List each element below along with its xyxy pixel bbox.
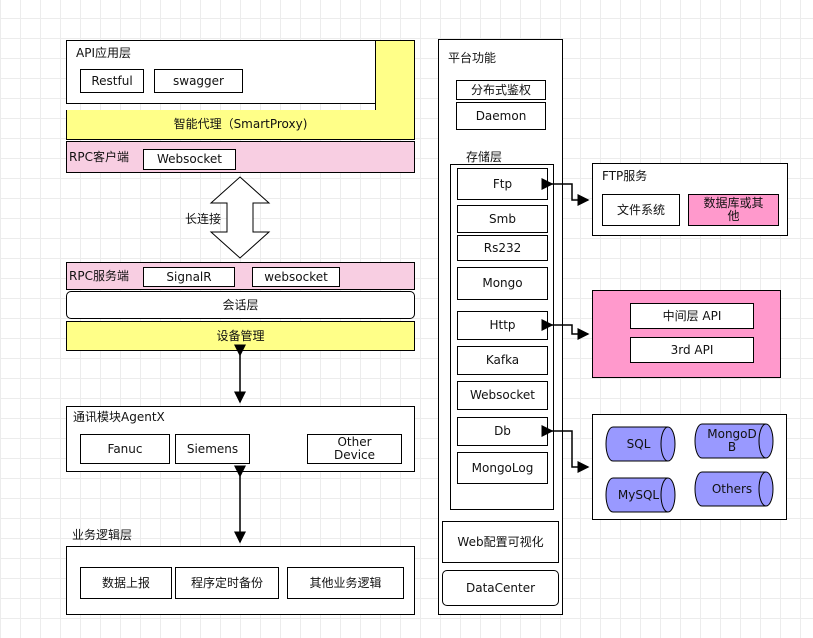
swagger-box: swagger (154, 69, 243, 93)
storage-mongolog-box: MongoLog (457, 452, 548, 484)
http-connector (541, 319, 590, 340)
datacenter-box: DataCenter (442, 570, 559, 606)
mysql-label: MySQL (617, 487, 660, 502)
rpc-client-websocket-box: Websocket (143, 149, 236, 170)
storage-rs232-box: Rs232 (457, 235, 548, 261)
business-layer-title: 业务逻辑层 (72, 528, 133, 542)
storage-ftp-box: Ftp (457, 168, 548, 200)
storage-kafka-box: Kafka (457, 346, 548, 375)
ftp-connector (541, 178, 590, 206)
daemon-box: Daemon (456, 102, 546, 130)
comm-module-container: 通讯模块AgentX Fanuc Siemens Other Device (66, 406, 415, 472)
file-system-box: 文件系统 (602, 194, 680, 226)
web-config-box: Web配置可视化 (442, 521, 559, 563)
session-layer-bar: 会话层 (66, 291, 415, 319)
db-connector (541, 425, 590, 473)
restful-box: Restful (80, 69, 144, 93)
storage-smb-box: Smb (457, 205, 548, 233)
others-cylinder (694, 471, 774, 507)
signalr-box: SignalR (143, 267, 235, 287)
long-connection-label: 长连接 (185, 212, 222, 226)
rpc-server-websocket-box: websocket (252, 267, 340, 287)
siemens-box: Siemens (175, 434, 250, 464)
fanuc-box: Fanuc (80, 434, 170, 464)
ftp-service-container: FTP服务 文件系统 数据库或其 他 (592, 163, 788, 236)
rpc-client-bar: RPC客户端 Websocket (66, 141, 415, 173)
middle-layer-api-box: 中间层 API (630, 303, 754, 329)
distributed-auth-box: 分布式鉴权 (456, 80, 546, 100)
mongodb-label: MongoD B (707, 427, 757, 454)
rpc-client-label: RPC客户端 (69, 150, 129, 164)
storage-layer-title: 存储层 (466, 150, 503, 164)
smart-proxy-bar: 智能代理（SmartProxy) (66, 110, 415, 140)
comm-module-title: 通讯模块AgentX (73, 410, 165, 424)
third-party-api-box: 3rd API (630, 337, 754, 363)
rpc-server-label: RPC服务端 (69, 269, 129, 283)
middle-api-container: 中间层 API 3rd API (592, 290, 781, 378)
database-or-other-box: 数据库或其 他 (688, 194, 779, 226)
sql-label: SQL (626, 436, 651, 451)
others-label: Others (711, 481, 753, 496)
api-layer-container: API应用层 Restful swagger (66, 40, 415, 104)
storage-http-box: Http (457, 311, 548, 340)
api-layer-title: API应用层 (76, 46, 131, 60)
ftp-service-title: FTP服务 (602, 169, 648, 183)
sql-cylinder (605, 426, 676, 462)
other-device-box: Other Device (307, 434, 402, 464)
mongodb-cylinder (694, 423, 774, 459)
business-layer-container: 数据上报 程序定时备份 其他业务逻辑 (66, 546, 415, 615)
other-business-logic-box: 其他业务逻辑 (287, 567, 404, 599)
storage-websocket-box: Websocket (457, 381, 548, 410)
platform-title: 平台功能 (448, 51, 497, 65)
rpc-server-bar: RPC服务端 SignalR websocket (66, 262, 415, 290)
long-connection-arrow (209, 176, 271, 259)
mysql-cylinder (605, 477, 676, 513)
storage-mongo-box: Mongo (457, 267, 548, 300)
data-report-box: 数据上报 (80, 567, 172, 599)
scheduled-backup-box: 程序定时备份 (175, 567, 279, 599)
